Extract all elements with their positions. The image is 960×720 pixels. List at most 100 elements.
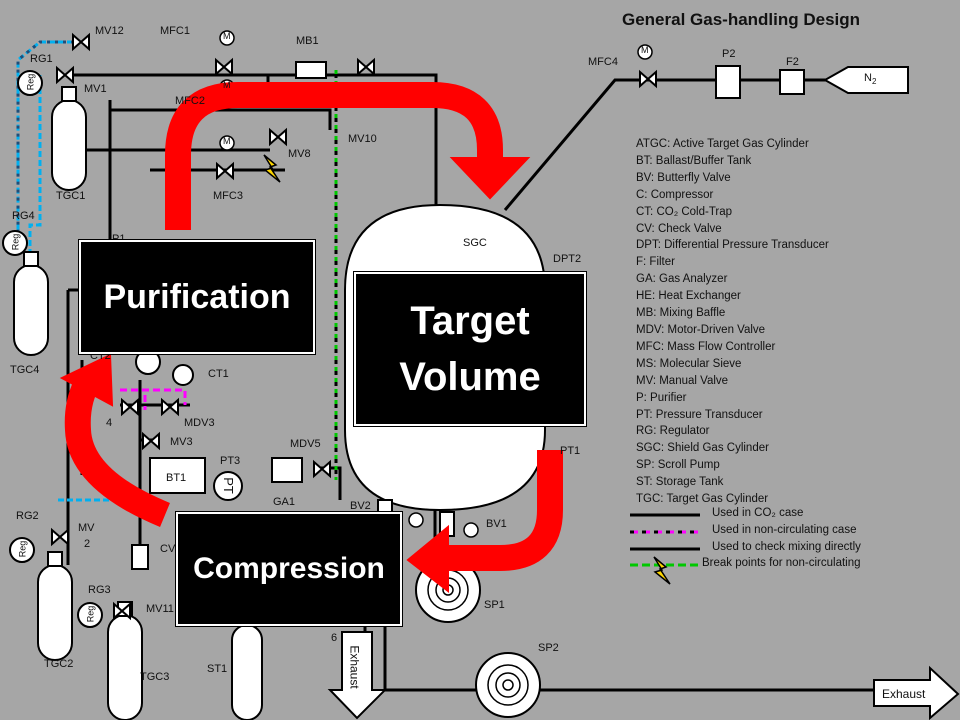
legend-item: MDV: Motor-Driven Valve <box>636 323 766 336</box>
n2-inlet-arrow <box>822 66 909 94</box>
legend-item: SGC: Shield Gas Cylinder <box>636 442 769 455</box>
purifier-p2 <box>715 65 741 99</box>
label-mfc3: MFC3 <box>213 190 243 202</box>
compression-box: Compression <box>175 511 403 627</box>
label-tgc1: TGC1 <box>56 190 86 202</box>
label-f2: F2 <box>786 56 799 68</box>
label-mfc4: MFC4 <box>588 56 618 68</box>
motor-label: M <box>641 45 649 55</box>
regulator-label: Reg <box>17 540 28 558</box>
label-p2: P2 <box>722 48 736 60</box>
label-sp2: SP2 <box>538 642 559 654</box>
motor-label: M <box>223 31 231 41</box>
legend-item: MV: Manual Valve <box>636 374 729 387</box>
legend-item: MFC: Mass Flow Controller <box>636 340 776 353</box>
legend-item: PT: Pressure Transducer <box>636 408 763 421</box>
legend-item: DPT: Differential Pressure Transducer <box>636 239 829 252</box>
legend-breakpoints: Break points for non-circulating <box>702 557 861 569</box>
label-tgc4: TGC4 <box>10 364 40 376</box>
label-mb1: MB1 <box>296 35 319 47</box>
lightning-icon <box>263 154 281 183</box>
label-mv8: MV8 <box>288 148 311 160</box>
label-sgc: SGC <box>463 237 487 249</box>
legend-item: MB: Mixing Baffle <box>636 307 726 320</box>
diagram-title: General Gas-handling Design <box>622 10 861 29</box>
legend-item: BV: Butterfly Valve <box>636 171 731 184</box>
legend-lightning-icon <box>653 556 671 585</box>
noncirc-lines <box>120 388 187 410</box>
exhaust-right-label: Exhaust <box>882 687 926 701</box>
legend-item: F: Filter <box>636 256 675 269</box>
legend-item: P: Purifier <box>636 391 687 404</box>
pressure-transducer-pt3 <box>213 471 243 501</box>
label-st1: ST1 <box>207 663 228 675</box>
legend-item: ATGC: Active Target Gas Cylinder <box>636 138 809 150</box>
label-n2: N2 <box>864 72 877 87</box>
flow-arrows <box>59 82 563 594</box>
regulator-label: Reg <box>25 73 36 91</box>
label-tgc2: TGC2 <box>44 658 74 670</box>
target-volume-line1: Target <box>410 299 530 343</box>
label-tgc3: TGC3 <box>140 671 170 683</box>
motor-label: M <box>223 80 231 90</box>
legend-item: HE: Heat Exchanger <box>636 290 741 303</box>
label-mv2-b: 2 <box>84 538 91 550</box>
legend-mixing: Used to check mixing directly <box>712 541 861 553</box>
filter-f2 <box>779 69 805 95</box>
purification-box: Purification <box>78 239 316 355</box>
legend-item: TGC: Target Gas Cylinder <box>636 493 769 506</box>
label-mv3: MV3 <box>170 436 193 448</box>
label-bv2: BV2 <box>350 500 371 512</box>
label-pt3: PT3 <box>220 455 241 467</box>
label-rg4: RG4 <box>12 210 35 222</box>
label-mv2-a: MV <box>78 522 95 534</box>
target-volume-line2: Volume <box>399 355 541 399</box>
label-bv1: BV1 <box>486 518 507 530</box>
label-pt: PT <box>220 477 236 494</box>
label-mv1: MV1 <box>84 83 107 95</box>
label-mv6: 6 <box>331 632 338 644</box>
mixing-baffle <box>295 61 327 79</box>
label-pt1: PT1 <box>560 445 581 457</box>
label-mfc2: MFC2 <box>175 95 205 107</box>
legend-item: CT: CO₂ Cold-Trap <box>636 205 733 218</box>
target-volume-box: Target Volume <box>353 271 587 427</box>
valves <box>51 32 657 621</box>
regulators <box>2 70 103 628</box>
legend-co2: Used in CO₂ case <box>712 507 804 519</box>
motor-label: M <box>223 136 231 146</box>
exhaust-down-arrow <box>327 631 388 720</box>
legend-item: GA: Gas Analyzer <box>636 273 728 286</box>
label-bt1: BT1 <box>166 472 187 484</box>
label-mv10: MV10 <box>348 133 377 145</box>
label-mdv5: MDV5 <box>290 438 321 450</box>
legend-item: SP: Scroll Pump <box>636 459 720 472</box>
exhaust-right-arrow <box>873 665 960 720</box>
legend-item: RG: Regulator <box>636 425 710 438</box>
legend-item: CV: Check Valve <box>636 222 722 235</box>
legend-noncirc: Used in non-circulating case <box>712 524 857 536</box>
label-cv: CV <box>160 543 176 555</box>
check-valve <box>131 544 149 570</box>
label-ga1: GA1 <box>273 496 296 508</box>
ballast-tank <box>149 457 206 494</box>
legend-item: ST: Storage Tank <box>636 476 724 489</box>
legend-item: MS: Molecular Sieve <box>636 357 742 370</box>
legend-item: C: Compressor <box>636 188 714 201</box>
label-mv4: 4 <box>106 417 113 429</box>
label-mv12: MV12 <box>95 25 124 37</box>
exhaust-vertical-label: Exhaust <box>347 645 362 689</box>
label-rg2: RG2 <box>16 510 39 522</box>
regulator-label: Reg <box>85 605 96 623</box>
label-ct1: CT1 <box>208 368 229 380</box>
gas-analyzer <box>271 457 303 483</box>
label-rg3: RG3 <box>88 584 111 596</box>
cylinders <box>13 86 263 720</box>
label-rg1: RG1 <box>30 53 53 65</box>
regulator-label: Reg <box>10 233 21 251</box>
legend-item: BT: Ballast/Buffer Tank <box>636 154 752 167</box>
label-mdv3: MDV3 <box>184 417 215 429</box>
label-dpt2: DPT2 <box>553 253 582 265</box>
label-mfc1: MFC1 <box>160 25 190 37</box>
